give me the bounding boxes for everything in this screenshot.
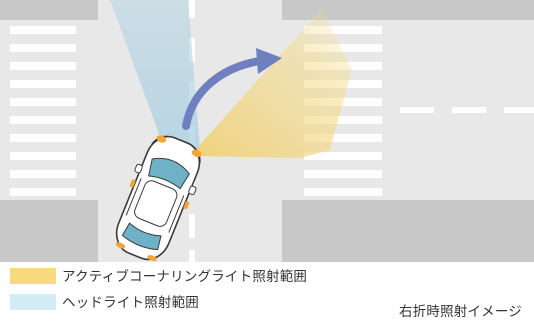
headlight-beam xyxy=(110,0,200,150)
block-bottom-right xyxy=(282,200,534,262)
crosswalk-left xyxy=(10,26,76,196)
legend-swatch-headlight xyxy=(10,294,56,310)
caption: 右折時照射イメージ xyxy=(398,304,522,320)
block-top-right xyxy=(282,0,534,20)
car-top-view-icon xyxy=(115,135,202,262)
lane-line-right xyxy=(400,107,534,113)
legend-swatch-cornering xyxy=(10,268,56,284)
block-top-left xyxy=(0,0,98,20)
block-bottom-left xyxy=(0,200,98,262)
cornering-light-beam xyxy=(190,8,352,158)
legend-label-cornering: アクティブコーナリングライト照射範囲 xyxy=(62,269,308,285)
right-turn-arrow-icon xyxy=(182,48,282,130)
legend-label-headlight: ヘッドライト照射範囲 xyxy=(62,295,199,311)
